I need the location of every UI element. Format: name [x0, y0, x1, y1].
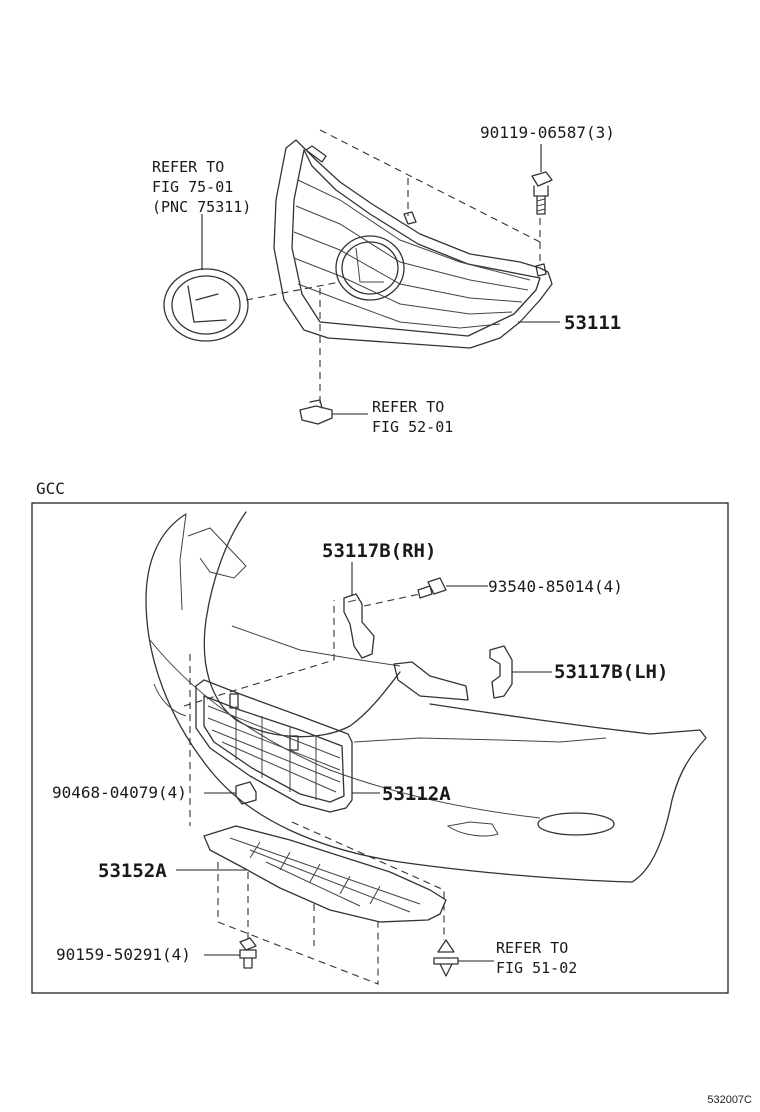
refer-fastener-line-1: REFER TO — [496, 939, 568, 957]
bolt-part-number[interactable]: 90119-06587(3) — [480, 123, 615, 142]
section-label-gcc: GCC — [36, 479, 65, 498]
push-fastener-icon — [433, 939, 459, 977]
bracket-lh-drawing — [489, 645, 513, 699]
clip-icon — [299, 399, 333, 425]
lower-grille-drawing — [195, 679, 353, 813]
refer-logo-line-2: FIG 75-01 — [152, 178, 233, 196]
clip-lower-part-number[interactable]: 90468-04079(4) — [52, 783, 187, 802]
alignment-line-screw — [363, 593, 421, 607]
bolt-lower-icon — [239, 937, 257, 969]
refer-fastener-line-2: FIG 51-02 — [496, 959, 577, 977]
bracket-lh-part-number[interactable]: 53117B(LH) — [554, 661, 668, 683]
emblem-drawing — [163, 268, 249, 342]
bracket-rh-drawing — [343, 593, 375, 659]
lower-bumper-group: 53117B(RH) 93540-85014(4) 53117B(LH) 904… — [52, 511, 707, 985]
alignment-line-undercover-1 — [217, 862, 379, 985]
alignment-line-top — [319, 129, 541, 243]
refer-logo-line-3: (PNC 75311) — [152, 198, 251, 216]
refer-logo-line-1: REFER TO — [152, 158, 224, 176]
clip-lower-icon — [235, 781, 257, 805]
gcc-section-frame — [31, 502, 729, 994]
bolt-icon — [531, 171, 553, 215]
drawing-id: 532007C — [707, 1094, 752, 1106]
grille-drawing — [273, 139, 553, 349]
screw-part-number[interactable]: 93540-85014(4) — [488, 577, 623, 596]
bolt-lower-part-number[interactable]: 90159-50291(4) — [56, 945, 191, 964]
lower-grille-part-number[interactable]: 53112A — [382, 783, 451, 805]
undercover-part-number[interactable]: 53152A — [98, 860, 167, 882]
alignment-line-emblem — [245, 281, 341, 301]
refer-clip-line-1: REFER TO — [372, 398, 444, 416]
grille-part-number[interactable]: 53111 — [564, 312, 621, 334]
alignment-line-bracket — [183, 600, 335, 707]
screw-icon — [417, 577, 447, 599]
undercover-drawing — [203, 825, 447, 923]
upper-grille-group: REFER TO FIG 75-01 (PNC 75311) 90119-065… — [152, 123, 621, 436]
bracket-rh-part-number[interactable]: 53117B(RH) — [322, 540, 436, 562]
refer-clip-line-2: FIG 52-01 — [372, 418, 453, 436]
alignment-line-undercover-2 — [291, 821, 445, 940]
